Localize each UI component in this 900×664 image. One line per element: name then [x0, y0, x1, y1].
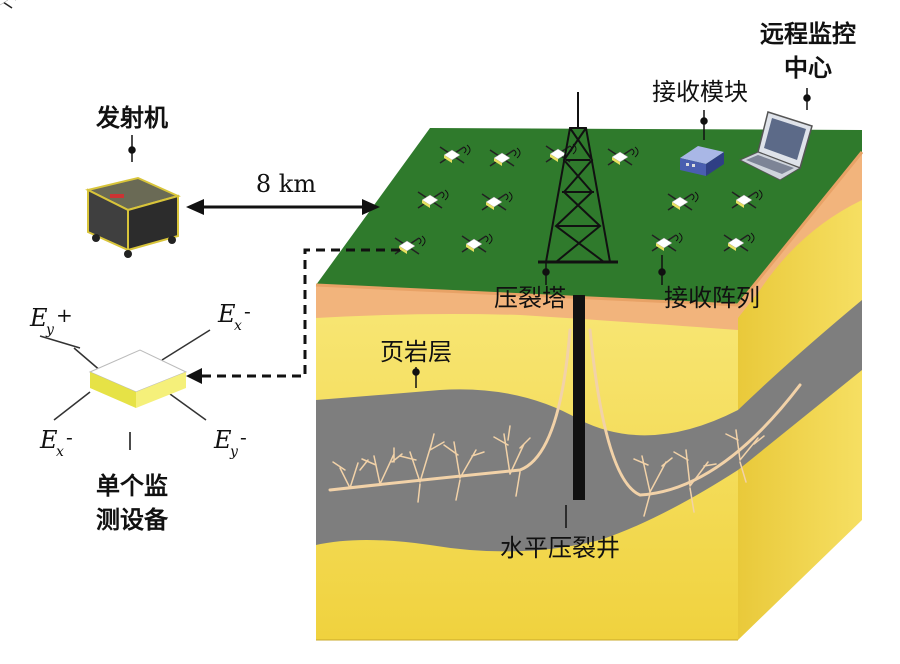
- frac-tower: [538, 92, 618, 264]
- electrode-main: E: [217, 300, 236, 328]
- electrode-ex-minus-bottom: E x -: [39, 425, 73, 460]
- label-receiver-module: 接收模块: [652, 78, 748, 106]
- transmitter-device: [85, 176, 181, 258]
- block-side-face: [738, 152, 862, 640]
- electrode-ey-plus: E y +: [29, 303, 73, 338]
- frac-well-pipe: [573, 295, 585, 500]
- electrode-subscript: x: [234, 318, 242, 334]
- shale-layer: [316, 389, 738, 552]
- electrode-sign: -: [240, 425, 247, 449]
- electrode-sign: +: [56, 303, 73, 327]
- label-transmitter: 发射机: [95, 104, 168, 132]
- electrode-main: E: [39, 426, 58, 454]
- label-receiver-array: 接收阵列: [664, 284, 760, 312]
- electrode-subscript: x: [56, 444, 64, 460]
- receiver-array: [0, 0, 763, 255]
- distance-arrow: [186, 199, 380, 215]
- dashed-connection: [200, 248, 400, 378]
- geology-block: [0, 0, 864, 641]
- label-horizontal-well: 水平压裂井: [500, 534, 620, 562]
- block-front-face: [316, 285, 738, 641]
- electrode-ey-minus: E y -: [213, 425, 247, 460]
- electrode-main: E: [213, 426, 232, 454]
- connection-arrowhead: [186, 368, 202, 384]
- receiver-module-box: [680, 146, 724, 176]
- label-remote-center-line2: 中心: [784, 54, 832, 82]
- label-single-device-line1: 单个监: [96, 472, 168, 500]
- label-distance: 8 km: [256, 170, 316, 198]
- fracture-network: [328, 328, 802, 517]
- soil-layer: [316, 285, 738, 330]
- single-monitoring-device: [39, 329, 211, 421]
- label-single-device-line2: 测设备: [96, 506, 169, 534]
- electrode-subscript: y: [229, 444, 239, 460]
- label-remote-center-line1: 远程监控: [760, 20, 856, 48]
- label-shale-layer: 页岩层: [380, 338, 452, 366]
- laptop-icon: [738, 111, 813, 181]
- electrode-sign: -: [66, 425, 73, 449]
- electrode-subscript: y: [45, 322, 55, 338]
- leader-lines: [128, 88, 811, 528]
- electrode-ex-minus-top: E x -: [217, 299, 251, 334]
- electrode-sign: -: [244, 299, 251, 323]
- electrode-main: E: [29, 304, 48, 332]
- label-frac-tower: 压裂塔: [494, 284, 566, 312]
